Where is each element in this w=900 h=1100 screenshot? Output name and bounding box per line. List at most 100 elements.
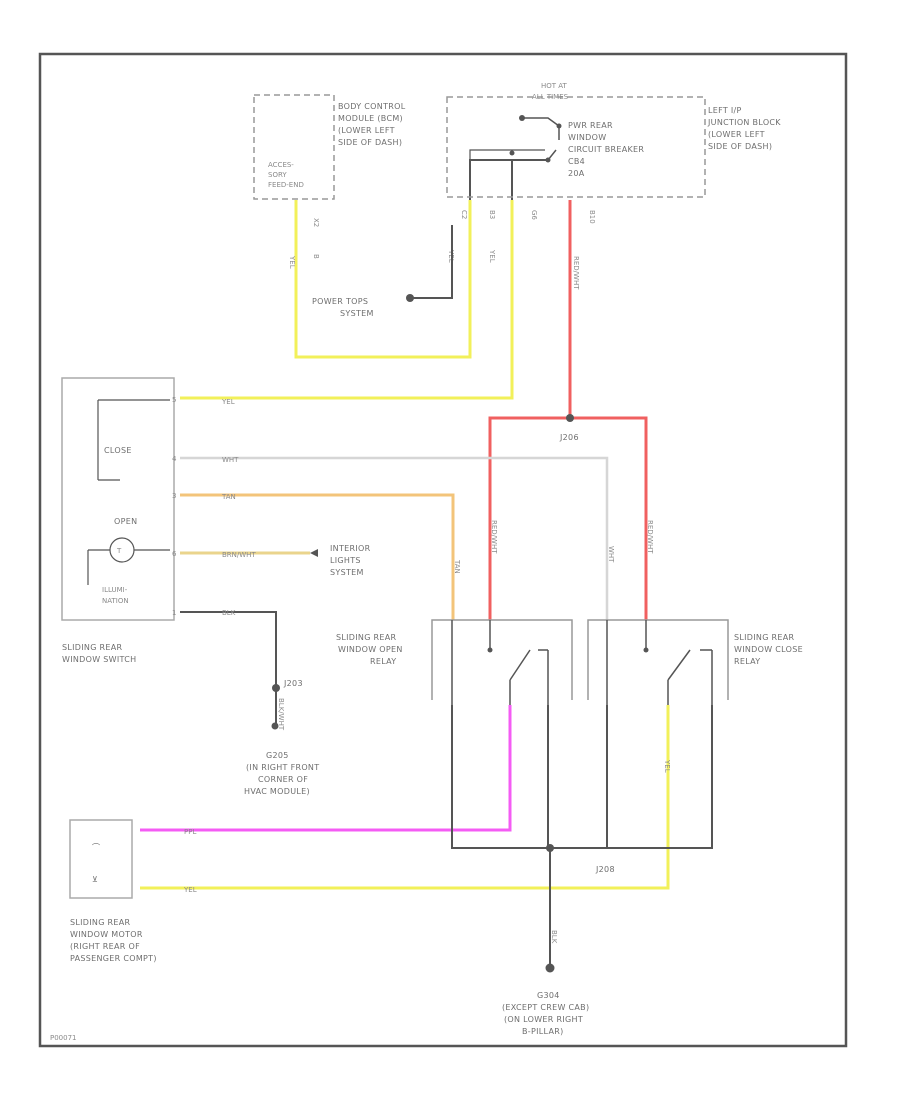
wire-yellow-motor (140, 705, 670, 890)
svg-text:C2: C2 (460, 210, 468, 219)
open-relay: SLIDING REAR WINDOW OPEN RELAY (336, 619, 573, 705)
svg-text:RELAY: RELAY (370, 657, 397, 666)
svg-text:(IN RIGHT FRONT: (IN RIGHT FRONT (246, 763, 319, 772)
svg-text:SLIDING REAR: SLIDING REAR (734, 633, 795, 642)
svg-text:BLK: BLK (550, 930, 558, 944)
wire-white (180, 456, 609, 620)
svg-text:SLIDING REAR: SLIDING REAR (336, 633, 397, 642)
svg-text:SIDE OF DASH): SIDE OF DASH) (338, 138, 402, 147)
svg-text:⌒: ⌒ (92, 843, 100, 852)
svg-text:T: T (116, 547, 122, 555)
svg-text:BRN/WHT: BRN/WHT (222, 551, 256, 559)
svg-text:YEL: YEL (221, 398, 235, 406)
svg-text:(EXCEPT CREW CAB): (EXCEPT CREW CAB) (502, 1003, 589, 1012)
svg-text:G6: G6 (530, 210, 538, 220)
power-tops-system: POWER TOPS SYSTEM (312, 225, 453, 318)
svg-text:FEED-END: FEED-END (268, 181, 304, 189)
ground-g205: G205 (IN RIGHT FRONT CORNER OF HVAC MODU… (244, 751, 319, 796)
svg-text:BODY CONTROL: BODY CONTROL (338, 102, 406, 111)
close-relay: SLIDING REAR WINDOW CLOSE RELAY (587, 619, 803, 705)
svg-text:MODULE (BCM): MODULE (BCM) (338, 114, 403, 123)
svg-text:WINDOW: WINDOW (568, 133, 606, 142)
svg-text:LEFT I/P: LEFT I/P (708, 106, 742, 115)
svg-text:RED/WHT: RED/WHT (572, 256, 580, 290)
svg-text:1: 1 (172, 609, 176, 617)
svg-text:BLK: BLK (222, 609, 236, 617)
svg-text:G205: G205 (266, 751, 289, 760)
svg-text:RED/WHT: RED/WHT (490, 520, 498, 554)
svg-text:CLOSE: CLOSE (104, 446, 132, 455)
svg-text:PWR REAR: PWR REAR (568, 121, 613, 130)
splice-j206: J206 (559, 433, 579, 442)
svg-text:LIGHTS: LIGHTS (330, 556, 361, 565)
black-wires (180, 159, 713, 968)
svg-text:B-PILLAR): B-PILLAR) (522, 1027, 564, 1036)
svg-text:SLIDING REAR: SLIDING REAR (62, 643, 123, 652)
ground-g304: G304 (EXCEPT CREW CAB) (ON LOWER RIGHT B… (502, 991, 589, 1036)
svg-text:G304: G304 (537, 991, 560, 1000)
svg-text:CIRCUIT BREAKER: CIRCUIT BREAKER (568, 145, 644, 154)
svg-text:NATION: NATION (102, 597, 129, 605)
svg-text:JUNCTION BLOCK: JUNCTION BLOCK (707, 118, 781, 127)
svg-text:SYSTEM: SYSTEM (340, 309, 374, 318)
svg-text:YEL: YEL (288, 255, 296, 269)
svg-text:(RIGHT REAR OF: (RIGHT REAR OF (70, 942, 140, 951)
svg-text:WHT: WHT (607, 546, 615, 563)
svg-text:WINDOW CLOSE: WINDOW CLOSE (734, 645, 803, 654)
svg-text:WHT: WHT (222, 456, 239, 464)
svg-text:INTERIOR: INTERIOR (330, 544, 371, 553)
svg-text:SIDE OF DASH): SIDE OF DASH) (708, 142, 772, 151)
svg-text:SYSTEM: SYSTEM (330, 568, 364, 577)
svg-text:5: 5 (172, 396, 176, 404)
svg-text:(LOWER LEFT: (LOWER LEFT (338, 126, 395, 135)
svg-text:6: 6 (172, 550, 177, 558)
svg-text:YEL: YEL (183, 886, 197, 894)
diagram-frame (38, 52, 848, 1048)
svg-text:HVAC MODULE): HVAC MODULE) (244, 787, 310, 796)
wire-yellow-bcm (294, 200, 472, 359)
svg-text:SLIDING REAR: SLIDING REAR (70, 918, 131, 927)
svg-text:SORY: SORY (268, 171, 287, 179)
svg-text:TAN: TAN (453, 559, 461, 574)
svg-text:B3: B3 (488, 210, 496, 219)
svg-text:WINDOW MOTOR: WINDOW MOTOR (70, 930, 143, 939)
svg-text:RED/WHT: RED/WHT (646, 520, 654, 554)
svg-text:RELAY: RELAY (734, 657, 761, 666)
svg-text:POWER TOPS: POWER TOPS (312, 297, 368, 306)
svg-text:ACCES-: ACCES- (268, 161, 294, 169)
svg-text:BLK/WHT: BLK/WHT (277, 698, 285, 731)
wire-tan (180, 493, 455, 620)
svg-text:B: B (312, 254, 320, 259)
svg-text:ALL TIMES: ALL TIMES (532, 93, 569, 101)
junction-dots (271, 115, 574, 973)
junction-block: HOT AT ALL TIMES PWR REAR WINDOW CIRCUIT… (446, 82, 781, 290)
svg-text:PASSENGER COMPT): PASSENGER COMPT) (70, 954, 157, 963)
svg-text:X2: X2 (312, 218, 320, 227)
window-switch: CLOSE OPEN T ILLUMI- NATION SLIDING REAR… (61, 377, 177, 664)
svg-text:WINDOW OPEN: WINDOW OPEN (338, 645, 403, 654)
svg-text:4: 4 (172, 455, 177, 463)
splice-j203: J203 (283, 679, 303, 688)
wires (140, 200, 670, 890)
svg-text:B10: B10 (588, 210, 596, 224)
svg-text:OPEN: OPEN (114, 517, 137, 526)
svg-text:WINDOW SWITCH: WINDOW SWITCH (62, 655, 136, 664)
bcm-box: ACCES- SORY FEED-END BODY CONTROL MODULE… (253, 94, 406, 269)
svg-text:(LOWER LEFT: (LOWER LEFT (708, 130, 765, 139)
footer-code: P00071 (50, 1034, 77, 1042)
wire-red-branches (488, 416, 648, 620)
svg-text:⊻: ⊻ (92, 875, 98, 884)
svg-text:20A: 20A (568, 169, 585, 178)
svg-text:HOT AT: HOT AT (541, 82, 568, 90)
wire-labels: YEL WHT TAN BRN/WHT BLK PPL YEL TAN RED/… (183, 398, 671, 944)
svg-text:(ON LOWER RIGHT: (ON LOWER RIGHT (504, 1015, 583, 1024)
svg-text:CORNER OF: CORNER OF (258, 775, 308, 784)
svg-text:3: 3 (172, 492, 176, 500)
interior-lights-system: INTERIOR LIGHTS SYSTEM (310, 544, 371, 577)
svg-text:ILLUMI-: ILLUMI- (102, 586, 128, 594)
svg-text:PPL: PPL (184, 828, 196, 836)
svg-text:TAN: TAN (221, 493, 236, 501)
splice-j208: J208 (595, 865, 615, 874)
window-motor: ⌒ ⊻ SLIDING REAR WINDOW MOTOR (RIGHT REA… (69, 819, 157, 963)
